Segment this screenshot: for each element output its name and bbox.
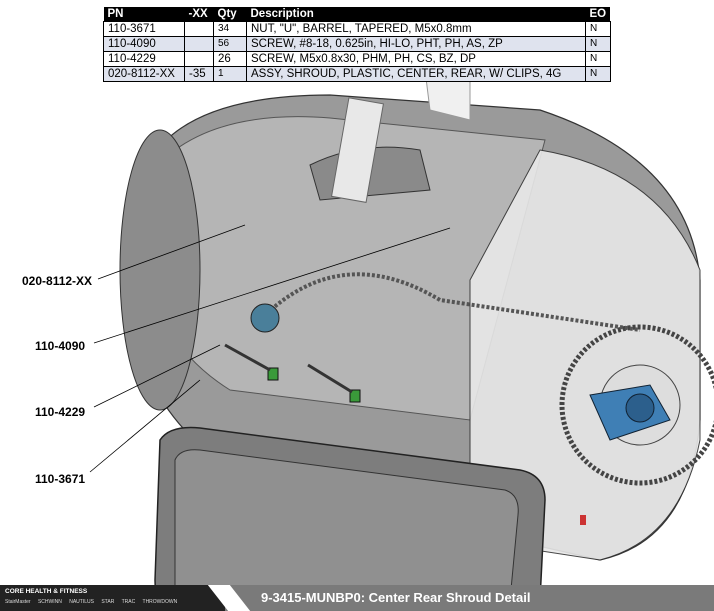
cell-pn: 020-8112-XX xyxy=(103,65,185,82)
cell-eo: N xyxy=(585,20,611,37)
cell-description: ASSY, SHROUD, PLASTIC, CENTER, REAR, W/ … xyxy=(246,65,586,82)
cell-eo: N xyxy=(585,65,611,82)
cell-xx: -35 xyxy=(184,65,214,82)
brand-list: StairMaster SCHWINN NAUTILUS STAR TRAC T… xyxy=(5,599,178,605)
table-row: 110-4090 56 SCREW, #8-18, 0.625in, HI-LO… xyxy=(103,35,611,52)
cell-xx xyxy=(184,35,214,52)
header-qty: Qty xyxy=(213,7,247,21)
cell-eo: N xyxy=(585,50,611,67)
cell-description: NUT, "U", BARREL, TAPERED, M5x0.8mm xyxy=(246,20,586,37)
cell-description: SCREW, #8-18, 0.625in, HI-LO, PHT, PH, A… xyxy=(246,35,586,52)
cell-description: SCREW, M5x0.8x30, PHM, PH, CS, BZ, DP xyxy=(246,50,586,67)
table-row: 020-8112-XX -35 1 ASSY, SHROUD, PLASTIC,… xyxy=(103,65,611,82)
cell-qty: 56 xyxy=(213,35,247,52)
cell-xx xyxy=(184,20,214,37)
document-title: 9-3415-MUNBP0: Center Rear Shroud Detail xyxy=(261,590,531,605)
header-xx: -XX xyxy=(184,7,214,21)
footer-bar: CORE HEALTH & FITNESS StairMaster SCHWIN… xyxy=(0,585,714,611)
cell-pn: 110-4229 xyxy=(103,50,185,67)
table-row: 110-3671 34 NUT, "U", BARREL, TAPERED, M… xyxy=(103,20,611,37)
callout-nut-3671: 110-3671 xyxy=(35,472,86,486)
cell-qty: 1 xyxy=(213,65,247,82)
cell-qty: 26 xyxy=(213,50,247,67)
callout-screw-4229: 110-4229 xyxy=(35,405,86,419)
cell-pn: 110-3671 xyxy=(103,20,185,37)
company-name: CORE HEALTH & FITNESS xyxy=(5,588,88,595)
callout-screw-4090: 110-4090 xyxy=(35,339,86,353)
cell-qty: 34 xyxy=(213,20,247,37)
brand-logo-block: CORE HEALTH & FITNESS StairMaster SCHWIN… xyxy=(0,585,225,611)
table-row: 110-4229 26 SCREW, M5x0.8x30, PHM, PH, C… xyxy=(103,50,611,67)
callout-shroud-assy: 020-8112-XX xyxy=(22,274,93,288)
header-pn: PN xyxy=(103,7,185,21)
cell-eo: N xyxy=(585,35,611,52)
cell-xx xyxy=(184,50,214,67)
cell-pn: 110-4090 xyxy=(103,35,185,52)
table-header: PN -XX Qty Description EO xyxy=(103,7,611,21)
bill-of-materials-table: PN -XX Qty Description EO 110-3671 34 NU… xyxy=(103,7,611,82)
header-description: Description xyxy=(246,7,586,21)
header-eo: EO xyxy=(585,7,611,21)
